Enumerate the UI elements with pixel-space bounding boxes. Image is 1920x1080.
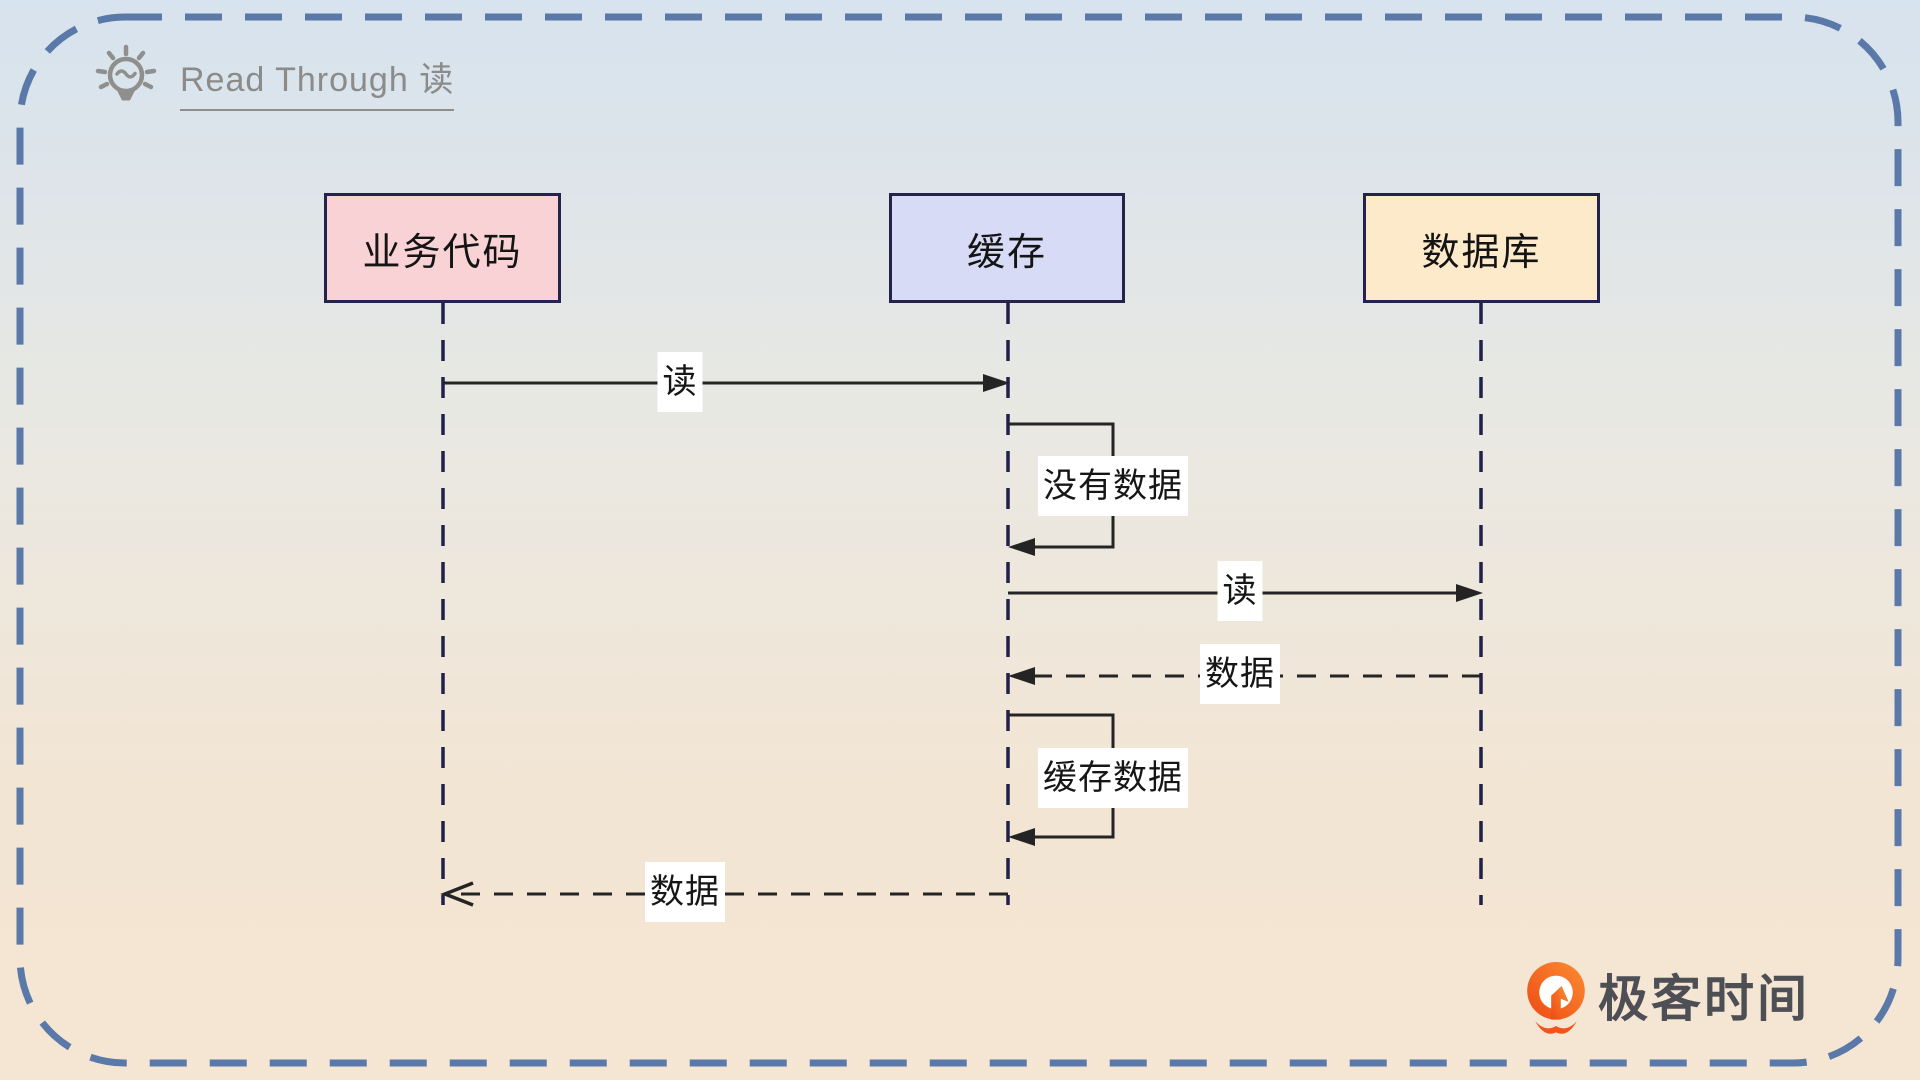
message-label-read-1: 读 [657,352,703,412]
actor-business-code-label: 业务代码 [362,231,523,274]
actor-cache: 缓存 [889,193,1125,303]
message-label-data-1: 数据 [1200,644,1280,704]
message-line-data-to-cache [1008,667,1481,685]
message-line-read-to-cache [443,374,1010,392]
message-label-cache-data: 缓存数据 [1038,748,1188,808]
message-label-data-2: 数据 [645,862,725,922]
message-line-data-to-business [440,881,1008,907]
page-title: Read Through 读 [180,52,455,111]
actor-business-code: 业务代码 [324,193,561,303]
brand-name: 极客时间 [1598,971,1810,1027]
lightbulb-icon [95,44,157,101]
message-label-no-data: 没有数据 [1038,456,1188,516]
message-label-read-2: 读 [1217,561,1263,621]
actor-database-label: 数据库 [1421,231,1542,274]
geektime-logo [1527,962,1585,1034]
brand-footer: 极客时间 [1524,962,1810,1034]
actor-cache-label: 缓存 [966,231,1047,274]
actor-database: 数据库 [1363,193,1600,303]
